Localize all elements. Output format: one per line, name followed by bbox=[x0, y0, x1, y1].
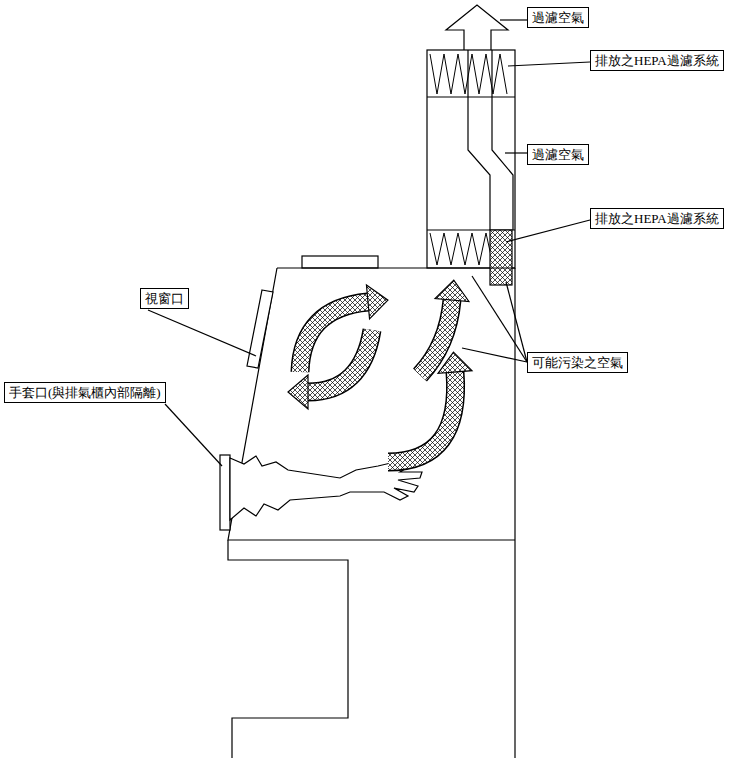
callout-box: 排放之HEPA過濾系統 bbox=[590, 50, 724, 71]
callout-text: 排放之HEPA過濾系統 bbox=[595, 53, 719, 68]
callout-box: 過濾空氣 bbox=[527, 144, 589, 165]
callout-box: 過濾空氣 bbox=[527, 7, 589, 28]
callout-text: 過濾空氣 bbox=[532, 10, 584, 25]
callout-text: 可能污染之空氣 bbox=[532, 355, 623, 370]
callout-box: 排放之HEPA過濾系統 bbox=[590, 208, 724, 229]
filter-edge bbox=[427, 96, 515, 97]
callout-text: 排放之HEPA過濾系統 bbox=[595, 211, 719, 226]
leader-line bbox=[165, 404, 222, 466]
callout-text: 過濾空氣 bbox=[532, 147, 584, 162]
callout-text: 視窗口 bbox=[145, 291, 184, 306]
contaminated-duct bbox=[490, 230, 512, 285]
leader-line bbox=[500, 19, 527, 20]
leader-line bbox=[462, 348, 527, 362]
cabinet-base bbox=[228, 540, 348, 758]
flow-outline bbox=[388, 372, 456, 462]
callout-box: 可能污染之空氣 bbox=[527, 352, 628, 373]
flow-head bbox=[288, 375, 308, 409]
exhaust-arrow bbox=[446, 5, 508, 50]
leader-line bbox=[508, 62, 590, 66]
cabinet-top bbox=[277, 267, 515, 268]
leader-line bbox=[148, 310, 256, 356]
flow-head bbox=[435, 280, 469, 301]
callout-box: 手套口(與排氣櫃內部隔離) bbox=[4, 382, 166, 403]
cabinet-body bbox=[228, 268, 515, 540]
callout-box: 視窗口 bbox=[140, 288, 189, 309]
flow-head bbox=[366, 285, 387, 319]
leader-line bbox=[506, 282, 527, 362]
flow-head bbox=[438, 352, 472, 373]
flow-body bbox=[388, 372, 456, 462]
top-port bbox=[302, 256, 378, 268]
air-path bbox=[492, 50, 513, 230]
air-path bbox=[468, 50, 490, 230]
leader-line bbox=[505, 152, 527, 153]
leader-line bbox=[506, 220, 590, 242]
leader-line bbox=[472, 276, 527, 362]
flow-body bbox=[308, 330, 372, 392]
flow-outline bbox=[308, 330, 372, 392]
air-flow-arrows bbox=[288, 280, 472, 462]
callout-text: 手套口(與排氣櫃內部隔離) bbox=[9, 385, 161, 400]
view-window bbox=[247, 290, 273, 368]
